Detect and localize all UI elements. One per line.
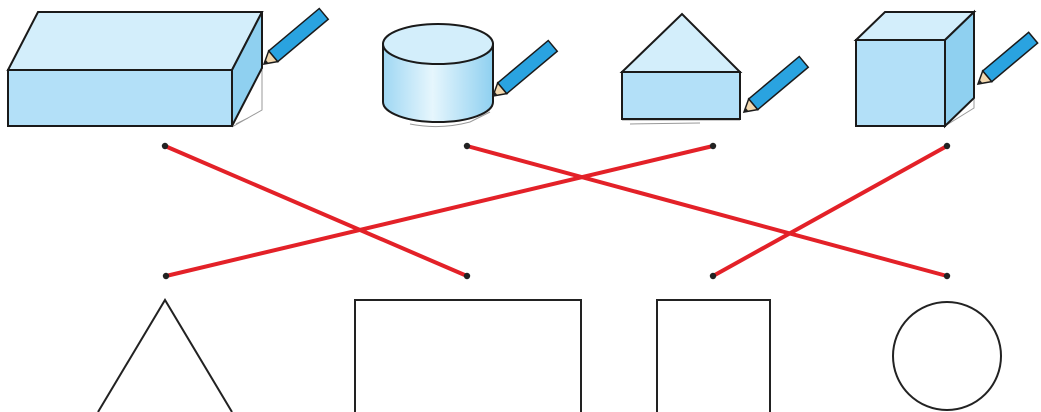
pencil-icon — [976, 31, 1039, 85]
pencil-icon — [262, 7, 330, 65]
rectangular-prism-solid — [6, 7, 330, 128]
circle-outline — [892, 301, 1002, 411]
rectangle-outline — [354, 299, 582, 412]
triangle-outline — [97, 298, 233, 412]
connector-cube-to-square — [711, 144, 949, 278]
connector-rectangular-prism-to-rectangle — [163, 144, 469, 278]
anchor-dot-square — [709, 272, 717, 280]
anchor-dot-cube — [943, 142, 951, 150]
triangular-prism-solid — [619, 12, 810, 125]
anchor-dot-rectangular-prism — [161, 142, 169, 150]
anchor-dot-circle — [943, 272, 951, 280]
connector-cylinder-to-circle — [465, 144, 949, 278]
connector-triangular-prism-to-triangle — [164, 144, 715, 278]
anchor-dot-rectangle — [463, 272, 471, 280]
anchor-dot-triangular-prism — [709, 142, 717, 150]
pencil-shading — [231, 70, 263, 128]
pencil-icon — [742, 55, 810, 113]
cube-solid — [853, 9, 1039, 129]
anchor-dot-cylinder — [463, 142, 471, 150]
pencil-shading — [622, 119, 740, 125]
cylinder-solid — [382, 23, 559, 128]
pencil-icon — [491, 39, 559, 97]
anchor-dot-triangle — [162, 272, 170, 280]
connector-lines — [161, 142, 951, 280]
pencil-shading — [409, 111, 491, 128]
square-outline — [656, 299, 771, 412]
